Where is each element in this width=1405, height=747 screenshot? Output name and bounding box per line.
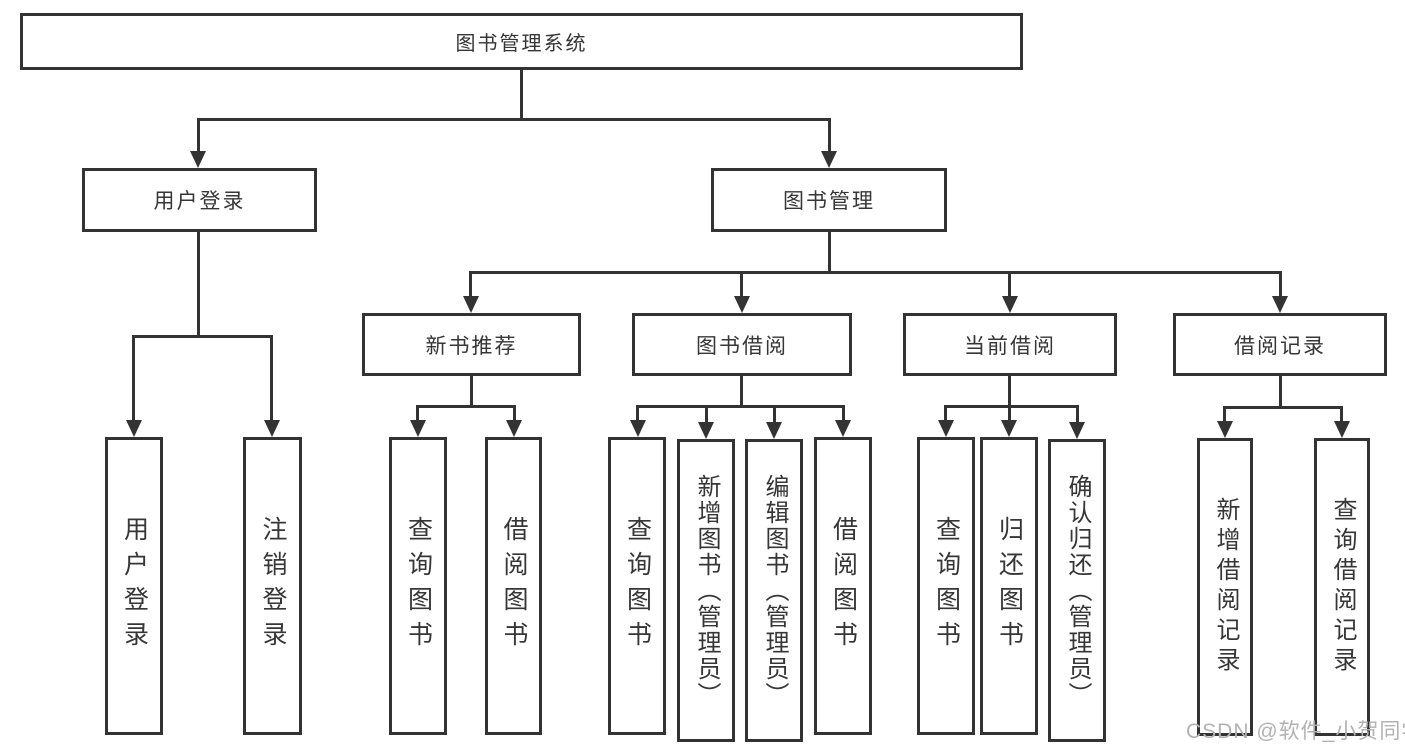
connector-leaf [416, 405, 419, 426]
arrow-down-icon [835, 420, 851, 437]
arrow-down-icon [463, 296, 479, 313]
arrow-down-icon [1001, 420, 1017, 437]
node-new-book-recommend: 新书推荐 [362, 313, 581, 376]
arrow-down-icon [1002, 296, 1018, 313]
leaf-borrow-books: 借阅图书 [814, 437, 872, 735]
connector-leaf [1076, 405, 1079, 426]
connector-leaf [842, 405, 845, 426]
leaf-user-login: 用户登录 [105, 437, 163, 735]
connector-root-stem [520, 69, 523, 120]
connector-to-book-borrow [740, 271, 743, 303]
node-book-management: 图书管理 [711, 168, 947, 232]
arrow-down-icon [1217, 421, 1233, 438]
arrow-down-icon [126, 420, 142, 437]
arrow-down-icon [734, 296, 750, 313]
arrow-down-icon [938, 420, 954, 437]
connector-leaf [1223, 406, 1226, 426]
connector-borrow-records-stem [1279, 376, 1282, 409]
leaf-return-books: 归还图书 [980, 437, 1038, 735]
connector-to-current-borrow [1008, 271, 1011, 303]
connector-user-login-branch [132, 335, 273, 338]
connector-book-management-stem [828, 232, 831, 274]
connector-new-book-stem [470, 376, 473, 408]
leaf-edit-books-admin: 编辑图书（管理员） [745, 439, 803, 742]
connector-book-borrow-branch [636, 405, 845, 408]
connector-leaf [944, 405, 947, 426]
connector-to-new-book-recommend [469, 271, 472, 303]
node-library-management-system: 图书管理系统 [20, 13, 1023, 70]
connector-leaf [513, 405, 516, 426]
connector-to-borrow-records [1279, 271, 1282, 303]
arrow-down-icon [630, 420, 646, 437]
connector-user-login-stem [197, 232, 200, 338]
arrow-down-icon [1069, 422, 1085, 439]
leaf-query-books-borrow: 查询图书 [608, 437, 666, 735]
connector-current-borrow-stem [1008, 376, 1011, 408]
arrow-down-icon [766, 422, 782, 439]
connector-to-user-login [197, 118, 200, 154]
node-book-borrow: 图书借阅 [632, 313, 852, 376]
watermark: CSDN @软件_小贺同学 [1186, 720, 1405, 743]
connector-to-book-management [828, 118, 831, 154]
arrow-down-icon [190, 151, 206, 168]
connector-book-borrow-stem [740, 376, 743, 408]
leaf-query-borrow-record: 查询借阅记录 [1314, 438, 1370, 736]
connector-leaf [1008, 405, 1011, 426]
connector-borrow-records-branch [1223, 406, 1343, 409]
arrow-down-icon [1272, 296, 1288, 313]
node-user-login: 用户登录 [82, 168, 317, 232]
leaf-confirm-return-admin: 确认归还（管理员） [1048, 439, 1106, 742]
arrow-down-icon [1334, 421, 1350, 438]
node-current-borrow: 当前借阅 [903, 313, 1117, 376]
connector-leaf [705, 405, 708, 426]
arrow-down-icon [506, 420, 522, 437]
connector-to-leaf-user-login [132, 335, 135, 425]
leaf-borrow-books-recommend: 借阅图书 [485, 437, 542, 735]
leaf-add-borrow-record: 新增借阅记录 [1197, 438, 1253, 736]
leaf-query-books-recommend: 查询图书 [389, 437, 447, 735]
leaf-add-books-admin: 新增图书（管理员） [677, 439, 735, 742]
arrow-down-icon [821, 151, 837, 168]
arrow-down-icon [698, 422, 714, 439]
connector-leaf [1340, 406, 1343, 426]
arrow-down-icon [410, 420, 426, 437]
connector-leaf [773, 405, 776, 426]
arrow-down-icon [264, 420, 280, 437]
leaf-query-books-current: 查询图书 [917, 437, 975, 735]
connector-level2-branch [197, 118, 831, 121]
node-borrow-records: 借阅记录 [1173, 313, 1387, 376]
connector-current-borrow-branch [944, 405, 1079, 408]
connector-level3-branch [469, 271, 1282, 274]
leaf-logout: 注销登录 [243, 437, 302, 735]
connector-new-book-branch [416, 405, 516, 408]
connector-leaf [636, 405, 639, 426]
connector-to-leaf-logout [270, 335, 273, 425]
